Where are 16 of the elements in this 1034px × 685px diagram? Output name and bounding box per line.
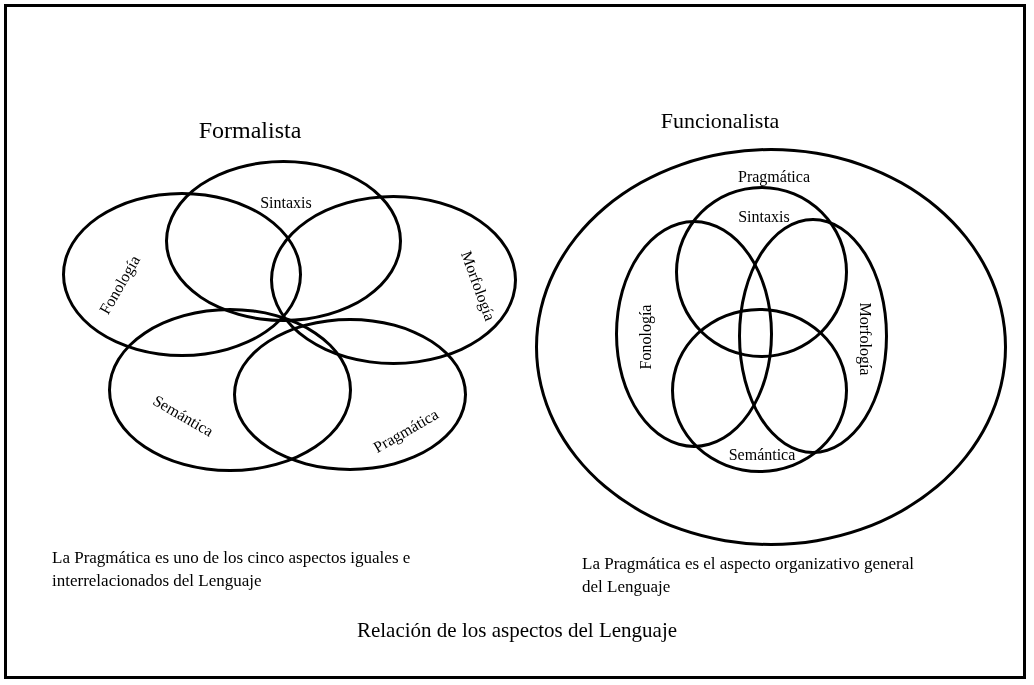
circle-label: Semántica <box>728 447 796 463</box>
heading: Formalista <box>197 116 303 145</box>
circle-label: Morfología <box>857 302 873 376</box>
circle-label: Pragmática <box>738 169 810 185</box>
ellipse <box>675 186 848 358</box>
ellipse <box>165 160 402 322</box>
circle-label: Sintaxis <box>260 195 312 211</box>
ellipse <box>535 148 1007 546</box>
note-text: La Pragmática es el aspecto organizativo general del Lenguaje <box>582 553 915 598</box>
heading: Funcionalista <box>659 107 781 135</box>
ellipse <box>671 308 848 473</box>
circle-label: Sintaxis <box>738 209 790 225</box>
note-text: La Pragmática es uno de los cinco aspectos iguales e interrelacionados del Lenguaje <box>52 547 412 592</box>
circle-label: Fonología <box>638 304 654 370</box>
ellipse <box>615 220 773 448</box>
caption: Relación de los aspectos del Lenguaje <box>355 617 679 644</box>
